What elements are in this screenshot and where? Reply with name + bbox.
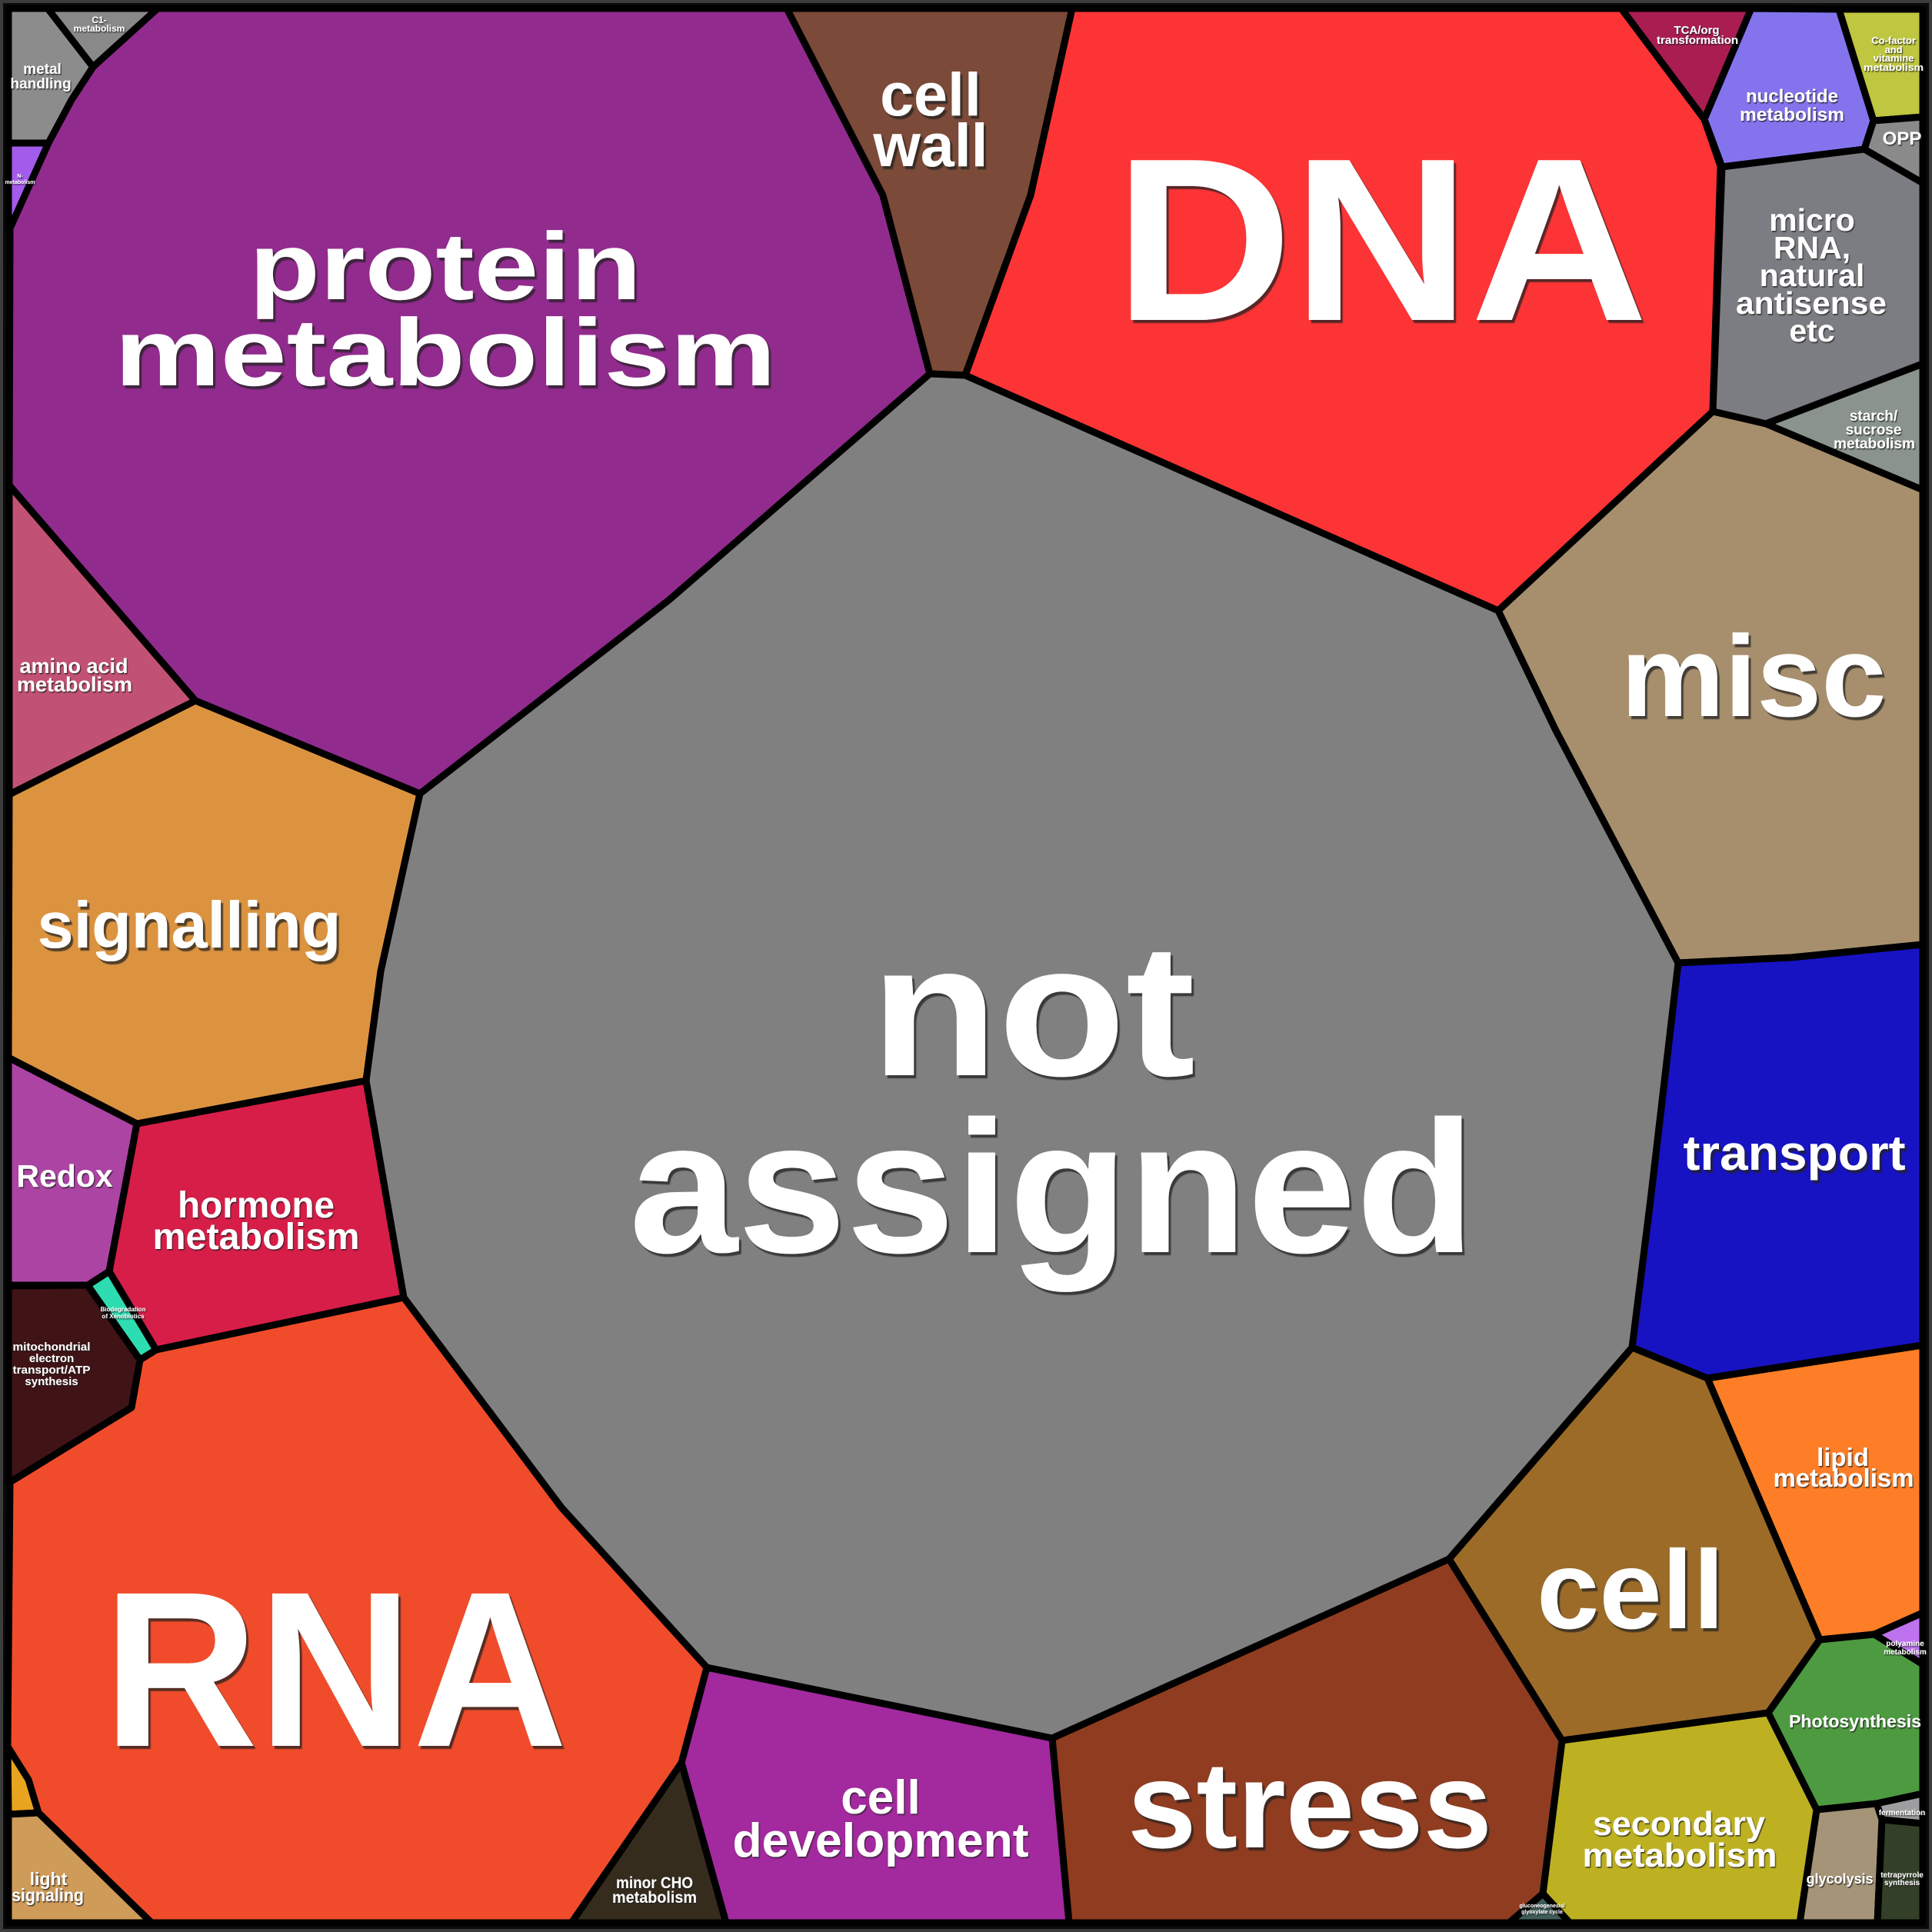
svg-text:metabolism: metabolism: [612, 1889, 697, 1907]
svg-text:of Xenobiotics: of Xenobiotics: [102, 1313, 145, 1320]
svg-text:synthesis: synthesis: [1884, 1879, 1920, 1887]
svg-text:secondary: secondary: [1593, 1805, 1766, 1843]
svg-text:transformation: transformation: [1657, 34, 1738, 47]
svg-text:protein: protein: [249, 214, 641, 320]
svg-text:not: not: [871, 904, 1195, 1115]
svg-text:hormone: hormone: [178, 1185, 335, 1226]
svg-text:nucleotide: nucleotide: [1746, 86, 1838, 107]
svg-text:Co-factor: Co-factor: [1871, 35, 1916, 46]
svg-text:vitamine: vitamine: [1874, 52, 1914, 64]
svg-text:N-: N-: [17, 174, 23, 179]
svg-text:metabolism: metabolism: [17, 673, 132, 696]
svg-text:metabolism: metabolism: [1864, 62, 1924, 73]
svg-text:C1-: C1-: [92, 15, 106, 25]
svg-text:handling: handling: [10, 76, 71, 92]
svg-text:synthesis: synthesis: [25, 1375, 78, 1388]
svg-text:amino acid: amino acid: [19, 655, 128, 678]
svg-text:metabolism: metabolism: [115, 300, 776, 406]
svg-text:stress: stress: [1128, 1736, 1492, 1874]
svg-text:metabolism: metabolism: [74, 23, 125, 34]
svg-text:sucrose: sucrose: [1846, 422, 1902, 438]
svg-text:gluconeogenesis/: gluconeogenesis/: [1519, 1904, 1564, 1909]
svg-text:glycolysis: glycolysis: [1806, 1871, 1873, 1887]
svg-text:development: development: [733, 1814, 1029, 1867]
svg-text:Redox: Redox: [16, 1158, 113, 1194]
svg-text:signaling: signaling: [12, 1885, 84, 1905]
svg-text:mitochondrial: mitochondrial: [13, 1341, 91, 1354]
svg-text:cell: cell: [841, 1771, 920, 1824]
svg-text:TCA/org: TCA/org: [1674, 24, 1719, 37]
svg-text:transport/ATP: transport/ATP: [13, 1364, 91, 1377]
svg-text:polyamine: polyamine: [1886, 1640, 1924, 1648]
svg-text:misc: misc: [1621, 611, 1887, 741]
svg-text:cell: cell: [880, 60, 981, 128]
svg-text:signalling: signalling: [38, 889, 341, 962]
svg-text:DNA: DNA: [1114, 110, 1648, 369]
svg-text:tetrapyrrole: tetrapyrrole: [1880, 1871, 1924, 1880]
svg-text:metal: metal: [23, 62, 62, 78]
svg-text:glyoxylate cycle: glyoxylate cycle: [1521, 1910, 1563, 1915]
svg-text:Biodegradation: Biodegradation: [101, 1306, 146, 1313]
svg-text:metabolism: metabolism: [153, 1217, 360, 1257]
svg-text:minor CHO: minor CHO: [616, 1874, 693, 1892]
svg-text:fermentation: fermentation: [1879, 1809, 1926, 1817]
svg-text:metabolism: metabolism: [1740, 105, 1844, 125]
svg-text:and: and: [1884, 44, 1902, 55]
svg-text:natural: natural: [1760, 258, 1865, 293]
svg-text:assigned: assigned: [629, 1081, 1475, 1292]
svg-text:light: light: [30, 1869, 68, 1889]
svg-text:RNA,: RNA,: [1774, 230, 1850, 265]
svg-text:wall: wall: [872, 111, 988, 179]
svg-text:RNA: RNA: [103, 1546, 568, 1794]
svg-text:metabolism: metabolism: [5, 180, 35, 185]
svg-text:metabolism: metabolism: [1774, 1464, 1914, 1492]
svg-text:lipid: lipid: [1817, 1443, 1869, 1471]
svg-text:metabolism: metabolism: [1583, 1837, 1777, 1874]
svg-text:metabolism: metabolism: [1834, 436, 1915, 452]
svg-text:transport: transport: [1684, 1125, 1906, 1181]
svg-text:starch/: starch/: [1850, 408, 1898, 425]
svg-text:etc: etc: [1789, 313, 1834, 348]
svg-text:antisense: antisense: [1736, 285, 1887, 321]
svg-text:OPP: OPP: [1883, 128, 1922, 149]
svg-text:micro: micro: [1769, 202, 1855, 238]
svg-text:Photosynthesis: Photosynthesis: [1789, 1711, 1921, 1731]
svg-text:metabolism: metabolism: [1884, 1648, 1927, 1657]
svg-text:electron: electron: [29, 1352, 74, 1365]
svg-text:cell: cell: [1537, 1527, 1724, 1652]
